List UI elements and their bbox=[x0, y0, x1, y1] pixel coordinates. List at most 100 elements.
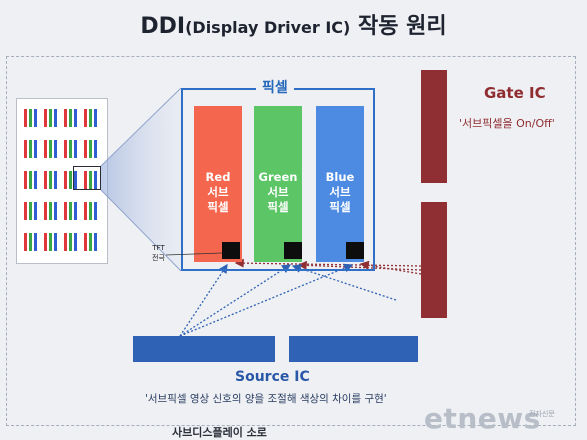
mini-subpixel bbox=[64, 202, 67, 220]
mini-subpixel bbox=[89, 202, 92, 220]
subpixel-label-line1: Blue bbox=[325, 170, 355, 184]
mini-subpixel bbox=[84, 202, 87, 220]
blue-subpixel: Blue 서브 픽셀 bbox=[316, 106, 364, 262]
source-ic-subtitle: '서브픽셀 영상 신호의 양을 조절해 색상의 차이를 구현' bbox=[145, 393, 387, 405]
mini-subpixel bbox=[74, 202, 77, 220]
mini-subpixel bbox=[34, 171, 37, 189]
mini-subpixel bbox=[89, 233, 92, 251]
mini-subpixel bbox=[34, 202, 37, 220]
source-ic-title: Source IC bbox=[235, 369, 310, 385]
mini-subpixel bbox=[89, 171, 92, 189]
mini-subpixel bbox=[44, 202, 47, 220]
source-ic-bar-left bbox=[133, 336, 275, 362]
subpixel-label-line1: Red bbox=[205, 170, 231, 184]
mini-subpixel bbox=[84, 109, 87, 127]
mini-pixel-highlight bbox=[73, 166, 101, 190]
mini-subpixel bbox=[29, 233, 32, 251]
mini-subpixel bbox=[49, 171, 52, 189]
mini-subpixel bbox=[94, 109, 97, 127]
mini-subpixel bbox=[24, 171, 27, 189]
mini-subpixel bbox=[74, 140, 77, 158]
source-arrow-2 bbox=[179, 264, 292, 337]
mini-subpixel bbox=[49, 202, 52, 220]
mini-subpixel bbox=[64, 171, 67, 189]
mini-subpixel bbox=[29, 202, 32, 220]
tft-label-line2: 전극 bbox=[152, 254, 165, 262]
subpixel-label-line3: 픽셀 bbox=[329, 200, 351, 214]
mini-subpixel bbox=[94, 171, 97, 189]
mini-subpixel bbox=[49, 233, 52, 251]
mini-subpixel bbox=[54, 233, 57, 251]
mini-subpixel bbox=[24, 233, 27, 251]
tft-electrode-blue bbox=[346, 242, 364, 259]
mini-subpixel bbox=[34, 233, 37, 251]
mini-subpixel bbox=[34, 140, 37, 158]
mini-subpixel bbox=[94, 202, 97, 220]
gate-arrow-1 bbox=[234, 258, 422, 268]
mini-subpixel bbox=[34, 109, 37, 127]
mini-subpixel bbox=[69, 202, 72, 220]
mini-subpixel bbox=[84, 233, 87, 251]
mini-subpixel bbox=[44, 233, 47, 251]
mini-subpixel bbox=[54, 140, 57, 158]
mini-subpixel bbox=[64, 140, 67, 158]
mini-subpixel bbox=[24, 109, 27, 127]
green-subpixel: Green 서브 픽셀 bbox=[254, 106, 302, 262]
mini-subpixel bbox=[94, 233, 97, 251]
pixel-array-graphic bbox=[24, 109, 97, 251]
diagram-frame bbox=[6, 56, 576, 426]
mini-subpixel bbox=[29, 171, 32, 189]
mini-subpixel bbox=[74, 109, 77, 127]
subpixel-label-line2: 서브 bbox=[329, 185, 351, 199]
mini-subpixel bbox=[69, 171, 72, 189]
pixel-label: 픽셀 bbox=[256, 77, 294, 97]
etnews-watermark-sub: 전자신문 bbox=[529, 410, 555, 418]
mini-subpixel bbox=[64, 233, 67, 251]
zoom-cone bbox=[101, 88, 181, 271]
mini-subpixel bbox=[29, 140, 32, 158]
mini-subpixel bbox=[54, 109, 57, 127]
red-subpixel: Red 서브 픽셀 bbox=[194, 106, 242, 262]
title-suffix: 작동 원리 bbox=[350, 14, 447, 39]
mini-subpixel bbox=[69, 109, 72, 127]
source-arrow-3 bbox=[179, 263, 354, 337]
mini-subpixel bbox=[94, 140, 97, 158]
mini-subpixel bbox=[44, 109, 47, 127]
gate-ic-subtitle: '서브픽셀을 On/Off' bbox=[459, 117, 555, 130]
gate-ic-title: Gate IC bbox=[484, 84, 546, 102]
mini-subpixel bbox=[69, 233, 72, 251]
subpixel-label-line3: 픽셀 bbox=[207, 200, 229, 214]
mini-subpixel bbox=[49, 109, 52, 127]
tft-label-line1: TFT bbox=[152, 244, 165, 252]
mini-subpixel bbox=[24, 202, 27, 220]
tft-electrode-green bbox=[284, 242, 302, 259]
subpixel-label-line1: Green bbox=[258, 170, 298, 184]
mini-subpixel bbox=[84, 140, 87, 158]
mini-subpixel bbox=[89, 109, 92, 127]
subpixel-label-line2: 서브 bbox=[207, 185, 229, 199]
tft-label: TFT 전극 bbox=[152, 243, 165, 263]
subpixel-label-line3: 픽셀 bbox=[267, 200, 289, 214]
mini-subpixel bbox=[29, 109, 32, 127]
mini-subpixel bbox=[64, 109, 67, 127]
mini-subpixel bbox=[89, 140, 92, 158]
mini-subpixel bbox=[54, 202, 57, 220]
title-paren: (Display Driver IC) bbox=[185, 18, 351, 37]
gate-ic-bar-top bbox=[421, 70, 447, 183]
mini-subpixel bbox=[54, 171, 57, 189]
mini-subpixel bbox=[84, 171, 87, 189]
mini-subpixel bbox=[24, 140, 27, 158]
page-title: DDI(Display Driver IC) 작동 원리 bbox=[0, 8, 587, 40]
zoom-line-top bbox=[100, 87, 182, 167]
zoom-line-bottom bbox=[100, 189, 182, 272]
bottom-caption: 사브디스플레이 소로 bbox=[172, 426, 267, 439]
mini-subpixel bbox=[74, 171, 77, 189]
gate-ic-bar-bottom bbox=[421, 202, 447, 318]
tft-electrode-red bbox=[222, 242, 240, 259]
title-main: DDI bbox=[140, 14, 186, 39]
mini-subpixel bbox=[44, 171, 47, 189]
mini-subpixel bbox=[49, 140, 52, 158]
subpixel-label-line2: 서브 bbox=[267, 185, 289, 199]
